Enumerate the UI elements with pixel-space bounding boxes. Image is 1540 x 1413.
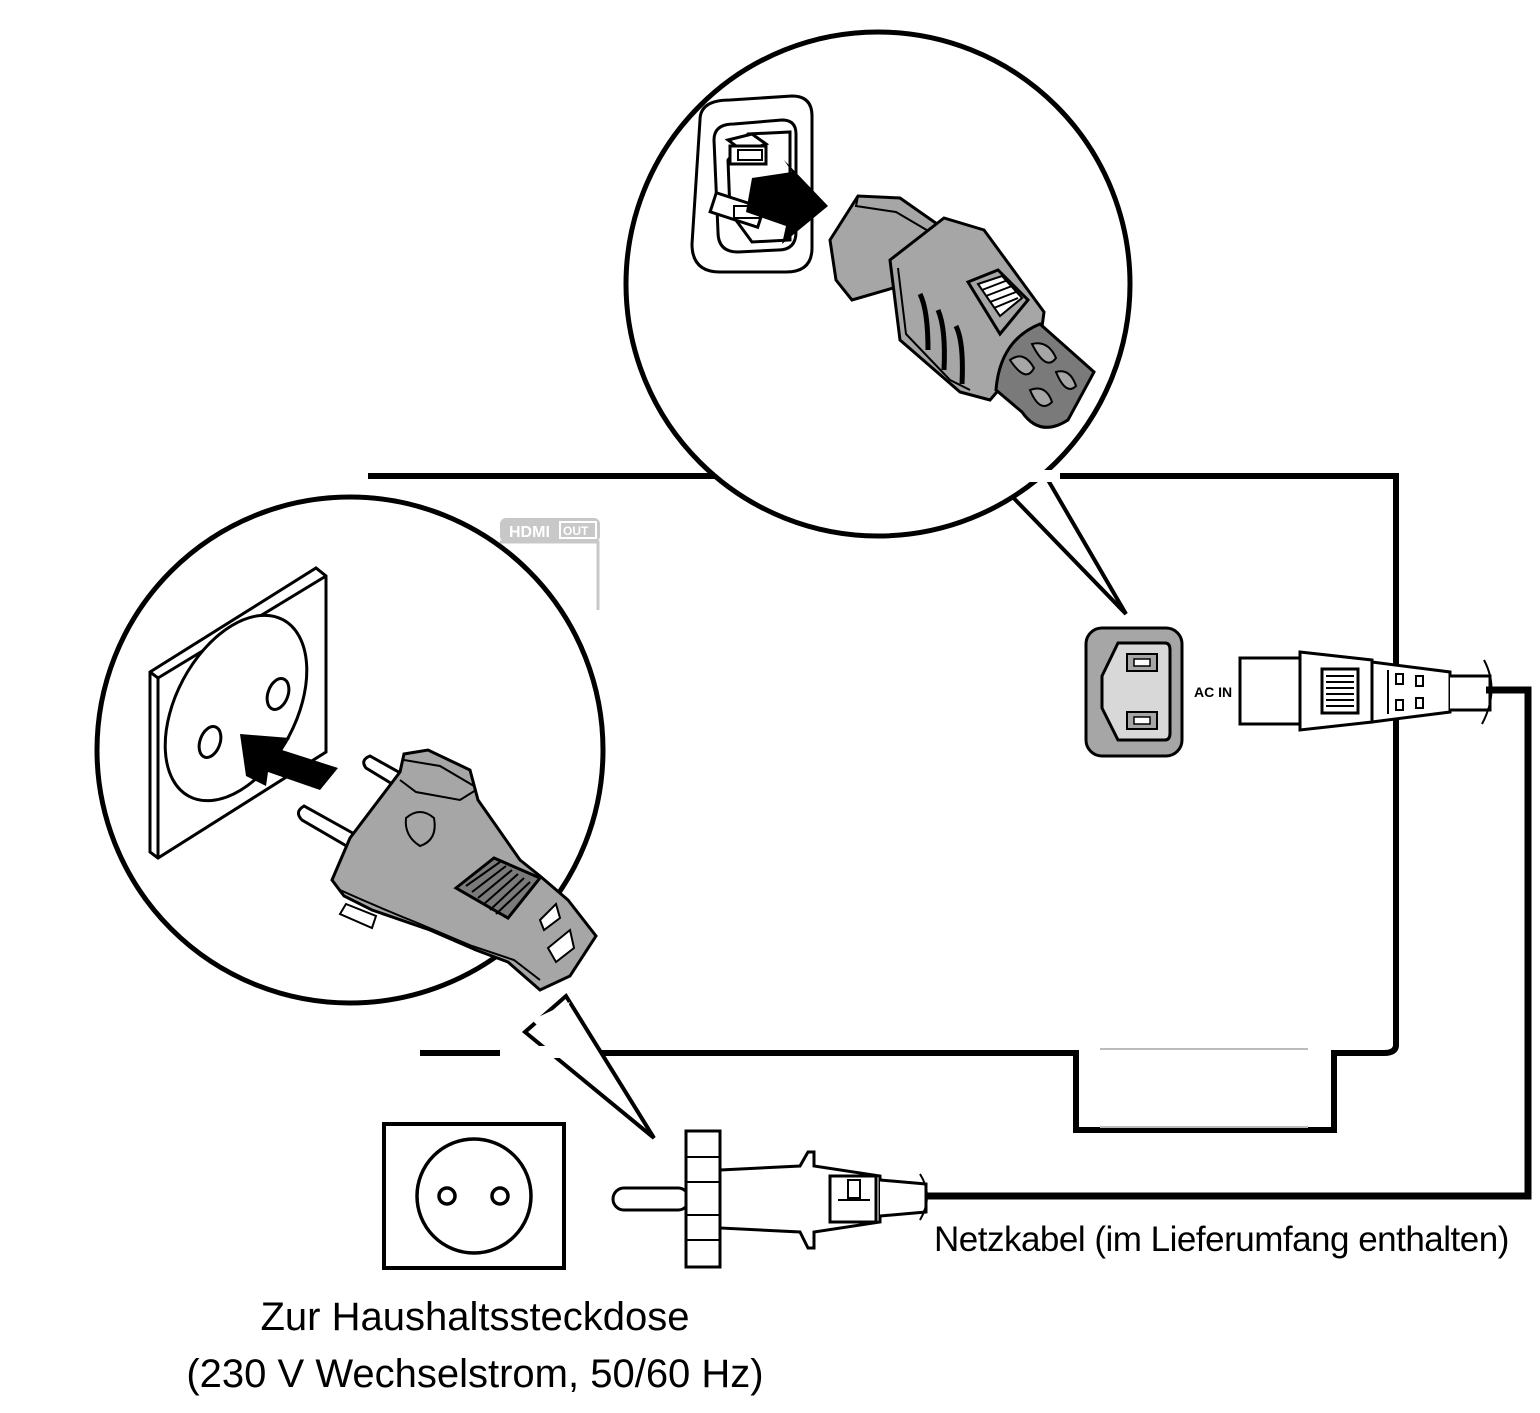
schuko-magnifier-bubble xyxy=(94,494,656,1140)
outlet-caption-line1: Zur Haushaltssteckdose xyxy=(260,1295,690,1339)
device-rear-panel xyxy=(368,473,1399,1133)
hdmi-out-text: OUT xyxy=(563,524,589,538)
hdmi-out-label: HDMI OUT xyxy=(500,518,600,610)
iec-plug-small xyxy=(1238,650,1493,732)
power-cable xyxy=(925,686,1532,1200)
power-cable-label: Netzkabel (im Lieferumfang enthalten) xyxy=(934,1220,1509,1259)
ac-inlet-socket xyxy=(1084,626,1184,758)
schuko-plug-small xyxy=(611,1129,928,1269)
outlet-caption-line2: (230 V Wechselstrom, 50/60 Hz) xyxy=(186,1352,764,1396)
hdmi-label-text: HDMI xyxy=(509,524,550,541)
iec-magnifier-bubble xyxy=(623,0,1146,616)
wall-outlet-small xyxy=(382,1122,566,1270)
ac-in-label: AC IN xyxy=(1194,684,1232,700)
